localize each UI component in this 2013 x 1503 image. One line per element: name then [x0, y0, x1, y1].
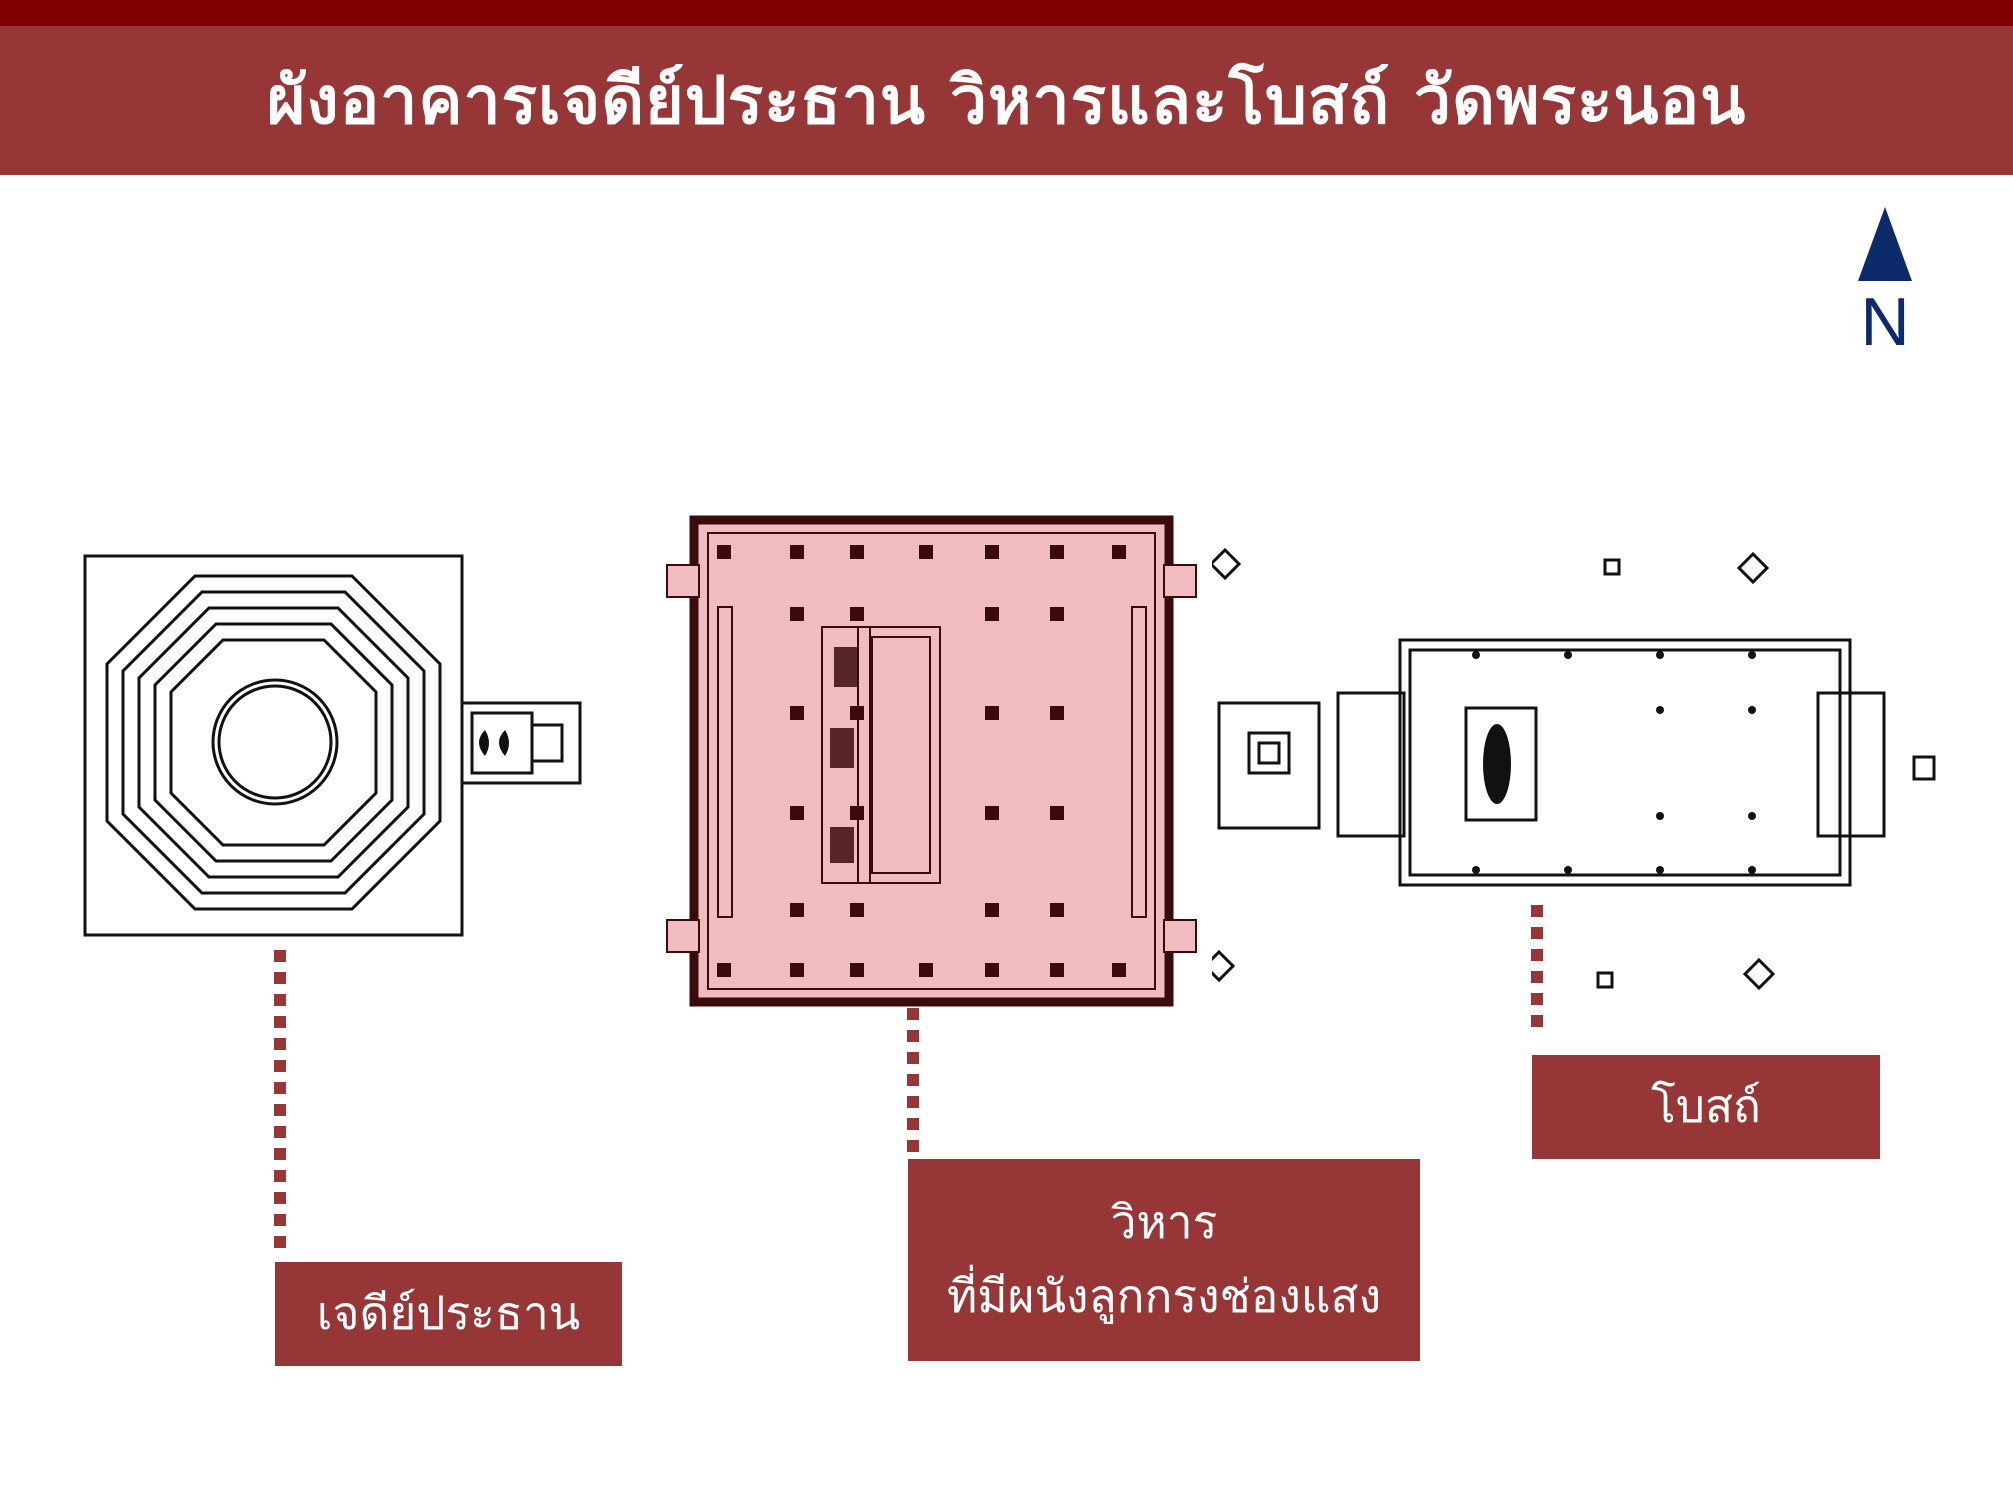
vihara-leader-line	[907, 1008, 919, 1158]
chedi-plan-drawing	[83, 554, 582, 937]
chedi-leader-line	[274, 950, 286, 1252]
chedi-label: เจดีย์ประธาน	[275, 1262, 622, 1366]
chedi-label-text: เจดีย์ประธาน	[316, 1286, 581, 1341]
top-bar	[0, 0, 2013, 26]
north-indicator: N	[1850, 205, 1920, 360]
vihara-label: วิหาร ที่มีผนังลูกกรงช่องแสง	[908, 1159, 1420, 1361]
ubosot-plan-drawing	[1212, 547, 1936, 991]
north-arrow-icon	[1858, 207, 1912, 281]
ubosot-label-text: โบสถ์	[1651, 1079, 1761, 1134]
vihara-label-line1: วิหาร	[1110, 1195, 1218, 1250]
title-band: ผังอาคารเจดีย์ประธาน วิหารและโบสถ์ วัดพร…	[0, 26, 2013, 175]
north-label: N	[1860, 284, 1910, 360]
ubosot-leader-line	[1531, 905, 1543, 1037]
ubosot-label: โบสถ์	[1532, 1055, 1880, 1159]
vihara-label-line2: ที่มีผนังลูกกรงช่องแสง	[946, 1269, 1382, 1323]
page-title: ผังอาคารเจดีย์ประธาน วิหารและโบสถ์ วัดพร…	[266, 62, 1747, 139]
vihara-plan-drawing	[666, 515, 1197, 1007]
